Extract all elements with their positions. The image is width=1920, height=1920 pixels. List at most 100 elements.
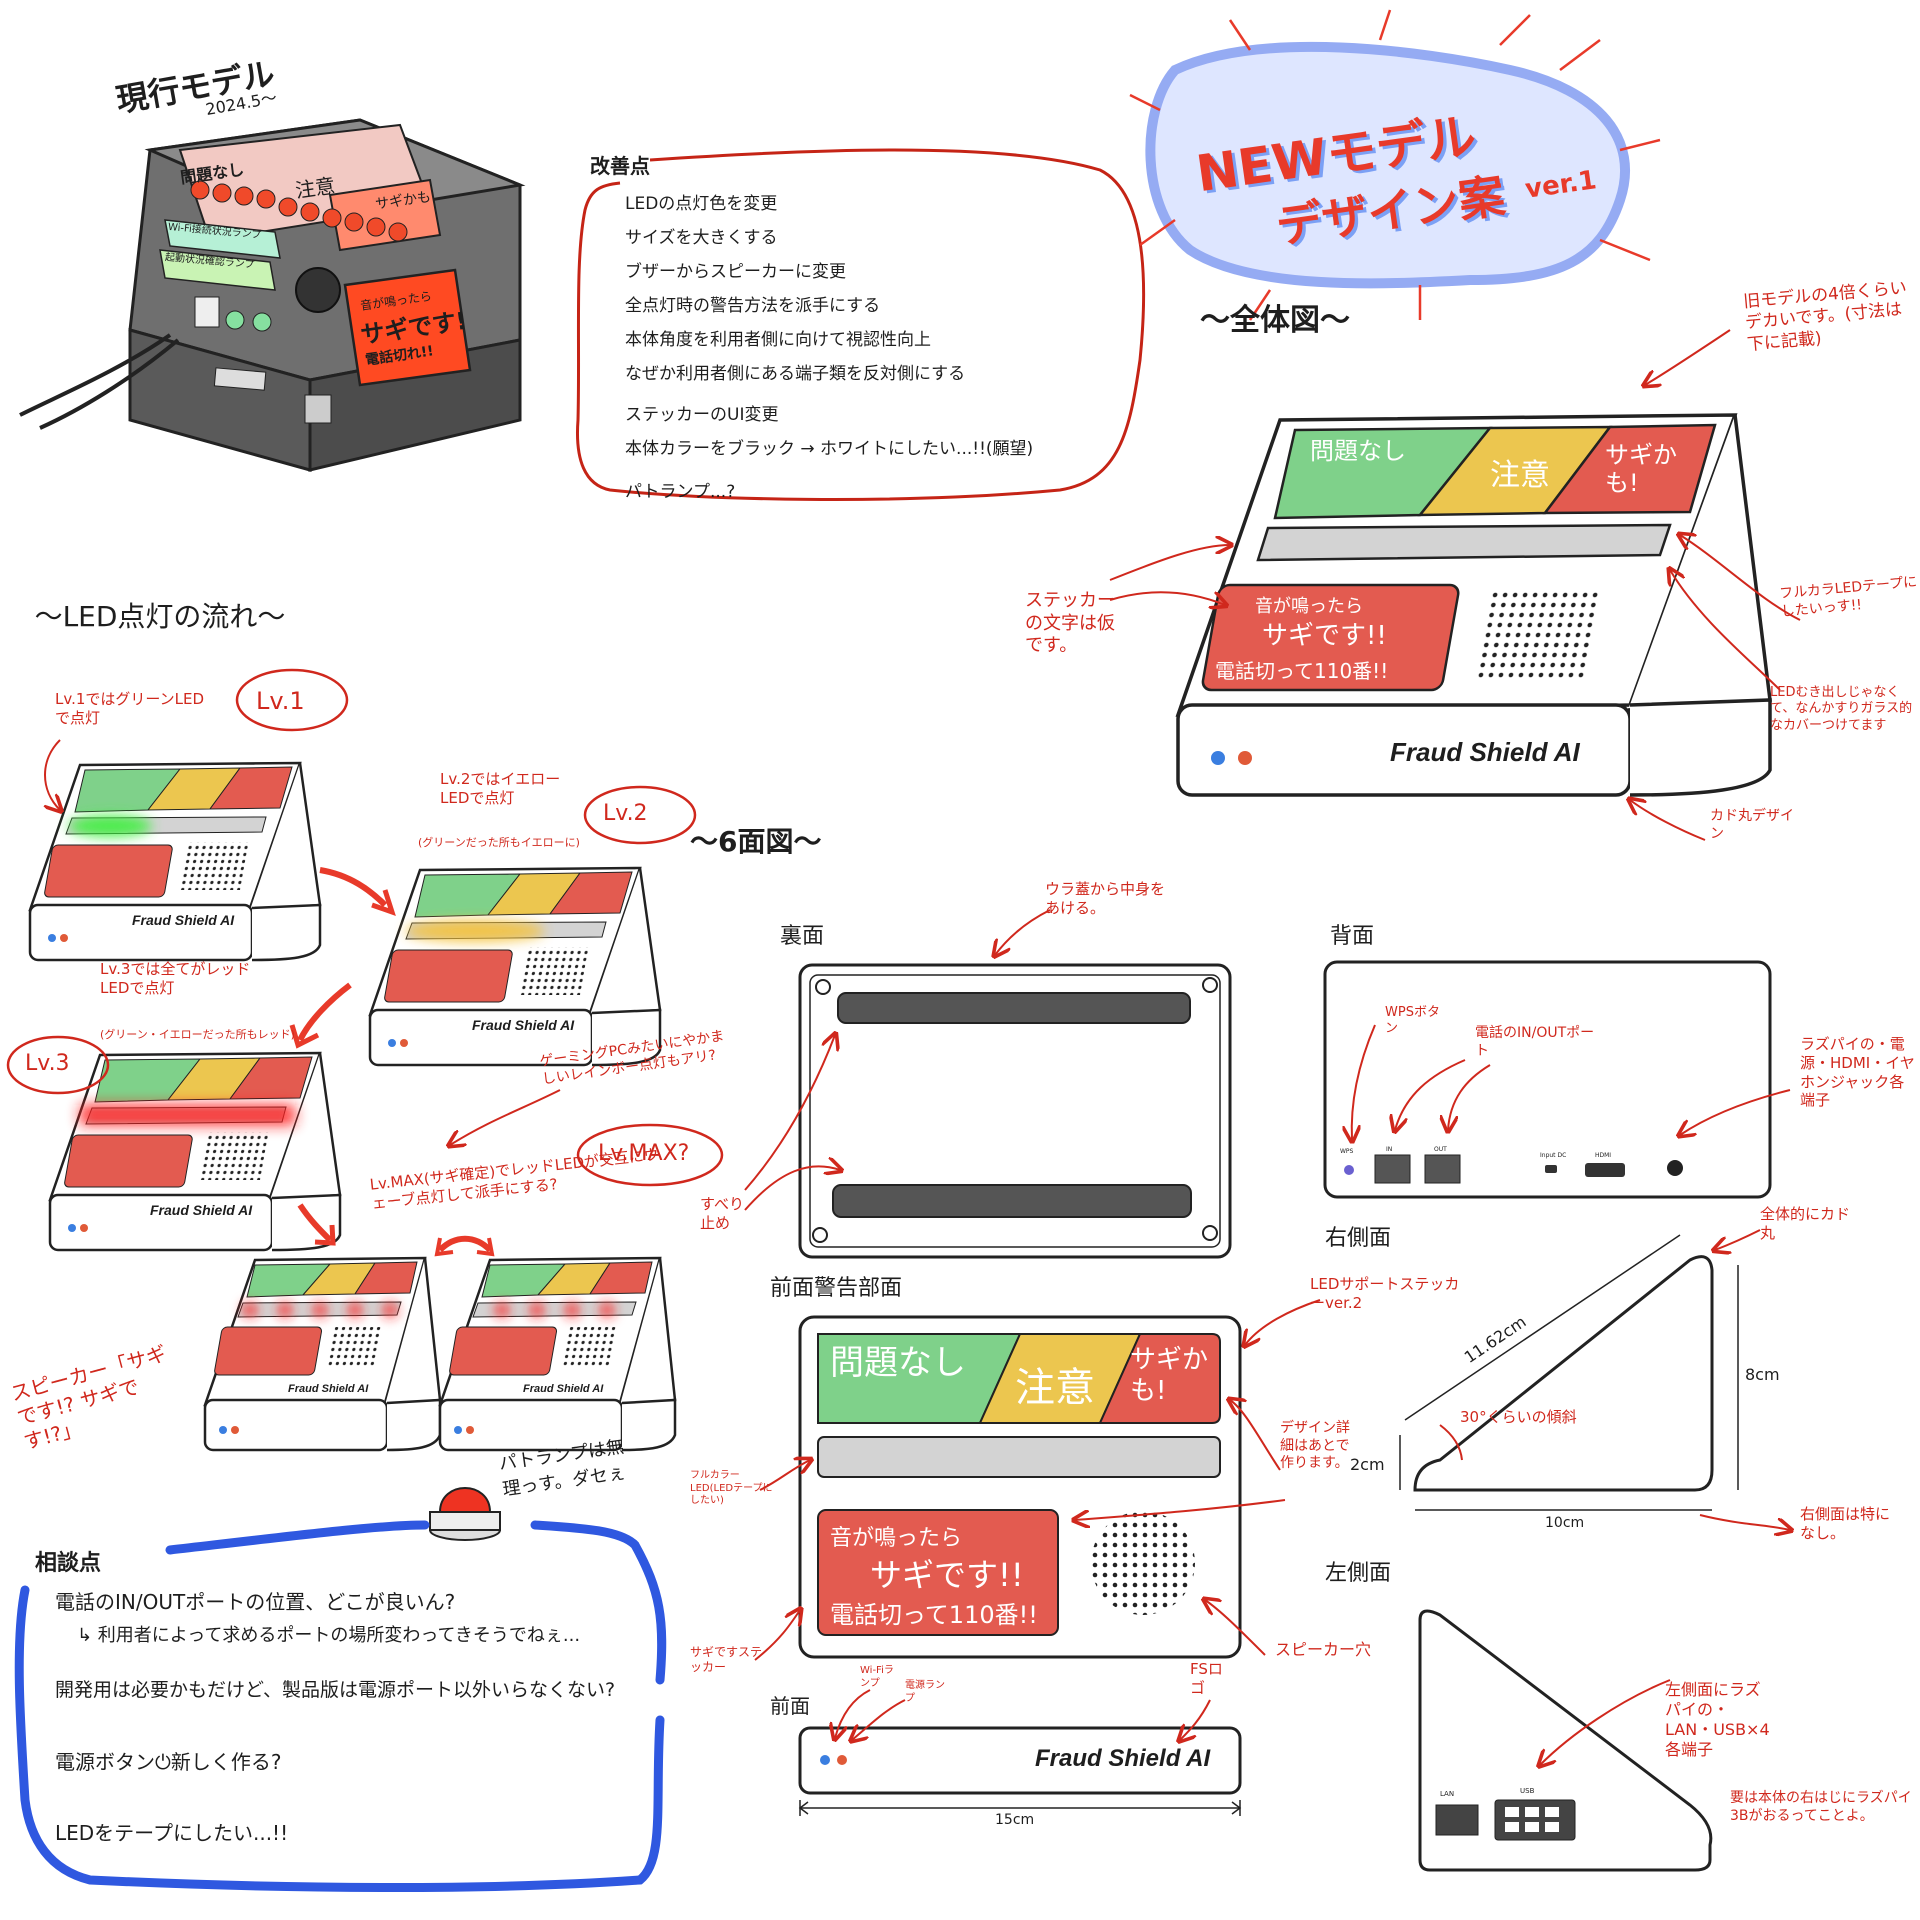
- lvmax-b-logo: Fraud Shield AI: [523, 1383, 604, 1395]
- right-none-note: 右側面は特になし。: [1800, 1505, 1891, 1542]
- right-side-view: [1399, 1234, 1739, 1511]
- improvement-item: なぜか利用者側にある端子類を反対側にする: [625, 364, 966, 384]
- depth-dimension: 10cm: [1545, 1515, 1585, 1531]
- fullcolor-led-note: フルカラーLED(LEDテープにしたい): [690, 1470, 773, 1506]
- speaker-hole-note: スピーカー穴: [1275, 1640, 1372, 1659]
- lv1-device: [28, 761, 322, 962]
- back-view: [1323, 960, 1772, 1199]
- overview-logo: Fraud Shield AI: [1390, 737, 1580, 767]
- lv2-badge: Lv.2: [603, 801, 648, 826]
- lv1-note: Lv.1ではグリーンLEDで点灯: [55, 690, 205, 727]
- front-height-dimension: 2cm: [1350, 1455, 1385, 1474]
- design-detail-note: デザイン詳細はあとで作ります。: [1280, 1420, 1350, 1471]
- improvement-item: サイズを大きくする: [625, 228, 778, 248]
- bottom-view: [798, 963, 1232, 1259]
- hdmi-port-label: HDMI: [1595, 1152, 1612, 1159]
- overview-warn-line3: 電話切って110番!!: [1215, 659, 1389, 683]
- front-panel-warn-line3: 電話切って110番!!: [830, 1601, 1038, 1629]
- lv3-note: Lv.3では全てがレッドLEDで点灯: [100, 960, 251, 997]
- consultation-title: 相談点: [35, 1551, 102, 1576]
- bottom-view-label: 裏面: [780, 924, 825, 949]
- left-side-view: [1418, 1609, 1713, 1872]
- front-panel-view: [798, 1315, 1242, 1659]
- angle-note: 30°くらいの傾斜: [1460, 1408, 1577, 1426]
- lan-port-label: LAN: [1440, 1790, 1455, 1798]
- lvmax-a-logo: Fraud Shield AI: [288, 1383, 369, 1395]
- consultation-frame: [14, 1520, 667, 1892]
- patlamp-drawing: [429, 1487, 501, 1541]
- right-view-label: 右側面: [1325, 1226, 1392, 1251]
- overview-panel-fraud: サギかも!: [1605, 441, 1677, 497]
- lvmax-device-b: [438, 1256, 677, 1452]
- front-panel-warn-line2: サギです!!: [870, 1556, 1024, 1594]
- back-view-label: 背面: [1330, 924, 1375, 949]
- lv1-logo: Fraud Shield AI: [132, 912, 235, 928]
- current-label-caution: 注意: [293, 173, 337, 203]
- overview-label: 〜全体図〜: [1200, 303, 1350, 338]
- consultation-item: LEDをテープにしたい...!!: [55, 1821, 289, 1845]
- overview-panel-ok: 問題なし: [1310, 437, 1406, 465]
- rounded-all-note: 全体的にカド丸: [1760, 1205, 1851, 1242]
- sticker-v2-note: LEDサポートステッカーver.2: [1310, 1275, 1460, 1312]
- sticker-text-note: ステッカーの文字は仮です。: [1025, 590, 1115, 656]
- front-panel-view-label: 前面警告部面: [770, 1276, 903, 1301]
- led-flow-title: 〜LED点灯の流れ〜: [34, 600, 286, 633]
- six-views-title: 〜6面図〜: [690, 825, 822, 858]
- width-dimension: 15cm: [995, 1812, 1035, 1828]
- lv3-badge: Lv.3: [25, 1051, 70, 1076]
- front-panel-ok: 問題なし: [830, 1343, 966, 1383]
- frosted-cover-note: LEDむき出しじゃなくて、なんかすりガラス的なカバーつけてます: [1770, 685, 1913, 733]
- lv3-sub: (グリーン・イエローだった所もレッド): [100, 1028, 295, 1041]
- improvement-item: ブザーからスピーカーに変更: [625, 262, 846, 282]
- lv2-sub: (グリーンだった所もイエローに): [418, 836, 580, 849]
- wifi-lamp-note: Wi-Fiランプ: [860, 1665, 894, 1689]
- improvement-item: 本体角度を利用者側に向けて視認性向上: [625, 330, 931, 350]
- front-panel-fraud: サギかも!: [1130, 1345, 1209, 1407]
- rounded-corner-note: カド丸デザイン: [1710, 808, 1794, 842]
- fs-logo-note: FSロゴ: [1190, 1660, 1223, 1697]
- improvements-frame: [575, 148, 1146, 501]
- consultation-list: 電話のIN/OUTポートの位置、どこが良いん? ↳ 利用者によって求めるポートの…: [55, 1580, 655, 1852]
- front-panel-caution: 注意: [1015, 1365, 1095, 1411]
- improvement-item: LEDの点灯色を変更: [625, 194, 778, 214]
- overview-panel-caution: 注意: [1490, 458, 1550, 493]
- lvmax-badge: Lv.MAX?: [598, 1141, 690, 1166]
- lvmax-device-a: [203, 1256, 442, 1452]
- power-lamp-note: 電源ランプ: [905, 1680, 945, 1704]
- overview-warn-line1: 音が鳴ったら: [1255, 596, 1363, 617]
- dc-port-label: Input DC: [1540, 1152, 1567, 1159]
- improvement-item: パトランプ...?: [625, 482, 736, 502]
- improvement-item: 本体カラーをブラック → ホワイトにしたい...!!(願望): [625, 439, 1034, 459]
- lv2-logo: Fraud Shield AI: [472, 1017, 575, 1033]
- front-panel-warn-line1: 音が鳴ったら: [830, 1526, 963, 1551]
- sagi-sticker-note: サギですステッカー: [690, 1645, 763, 1674]
- wps-port-label: WPS: [1340, 1148, 1354, 1155]
- front-view-label: 前面: [770, 1694, 810, 1718]
- improvements-list: LEDの点灯色を変更 サイズを大きくする ブザーからスピーカーに変更 全点灯時の…: [625, 180, 1105, 511]
- title-burst: [1129, 9, 1661, 321]
- consultation-subitem: ↳ 利用者によって求めるポートの場所変わってきそうでねぇ...: [77, 1625, 581, 1646]
- overview-device: [1175, 413, 1772, 797]
- lv3-logo: Fraud Shield AI: [150, 1202, 253, 1218]
- rpi-ports-note: ラズパイの・電源・HDMI・イヤホンジャック各端子: [1800, 1035, 1915, 1110]
- in-port-label: IN: [1386, 1146, 1393, 1153]
- left-footnote: 要は本体の右はじにラズパイ3Bがおるってことよ。: [1730, 1790, 1912, 1824]
- height-dimension: 8cm: [1745, 1365, 1780, 1384]
- consultation-item: 電源ボタン⏻新しく作る?: [55, 1750, 282, 1774]
- bottom-lid-note: ウラ蓋から中身をあける。: [1045, 880, 1166, 917]
- current-model-leds: [190, 180, 408, 242]
- out-port-label: OUT: [1434, 1146, 1447, 1153]
- consultation-item: 開発用は必要かもだけど、製品版は電源ポート以外いらなくない?: [55, 1679, 616, 1701]
- front-view-logo: Fraud Shield AI: [1035, 1745, 1211, 1772]
- left-view-label: 左側面: [1325, 1561, 1392, 1586]
- wps-note: WPSボタン: [1385, 1005, 1440, 1037]
- annotation-arrows: [45, 329, 1801, 1765]
- phone-port-note: 電話のIN/OUTポート: [1475, 1025, 1595, 1059]
- current-model-drawing: [19, 118, 526, 472]
- lv3-device: [48, 1051, 342, 1252]
- usb-port-label: USB: [1520, 1787, 1535, 1795]
- improvement-item: ステッカーのUI変更: [625, 405, 779, 425]
- consultation-item: 電話のIN/OUTポートの位置、どこが良いん?: [55, 1590, 456, 1614]
- nonslip-note: すべり止め: [700, 1195, 744, 1232]
